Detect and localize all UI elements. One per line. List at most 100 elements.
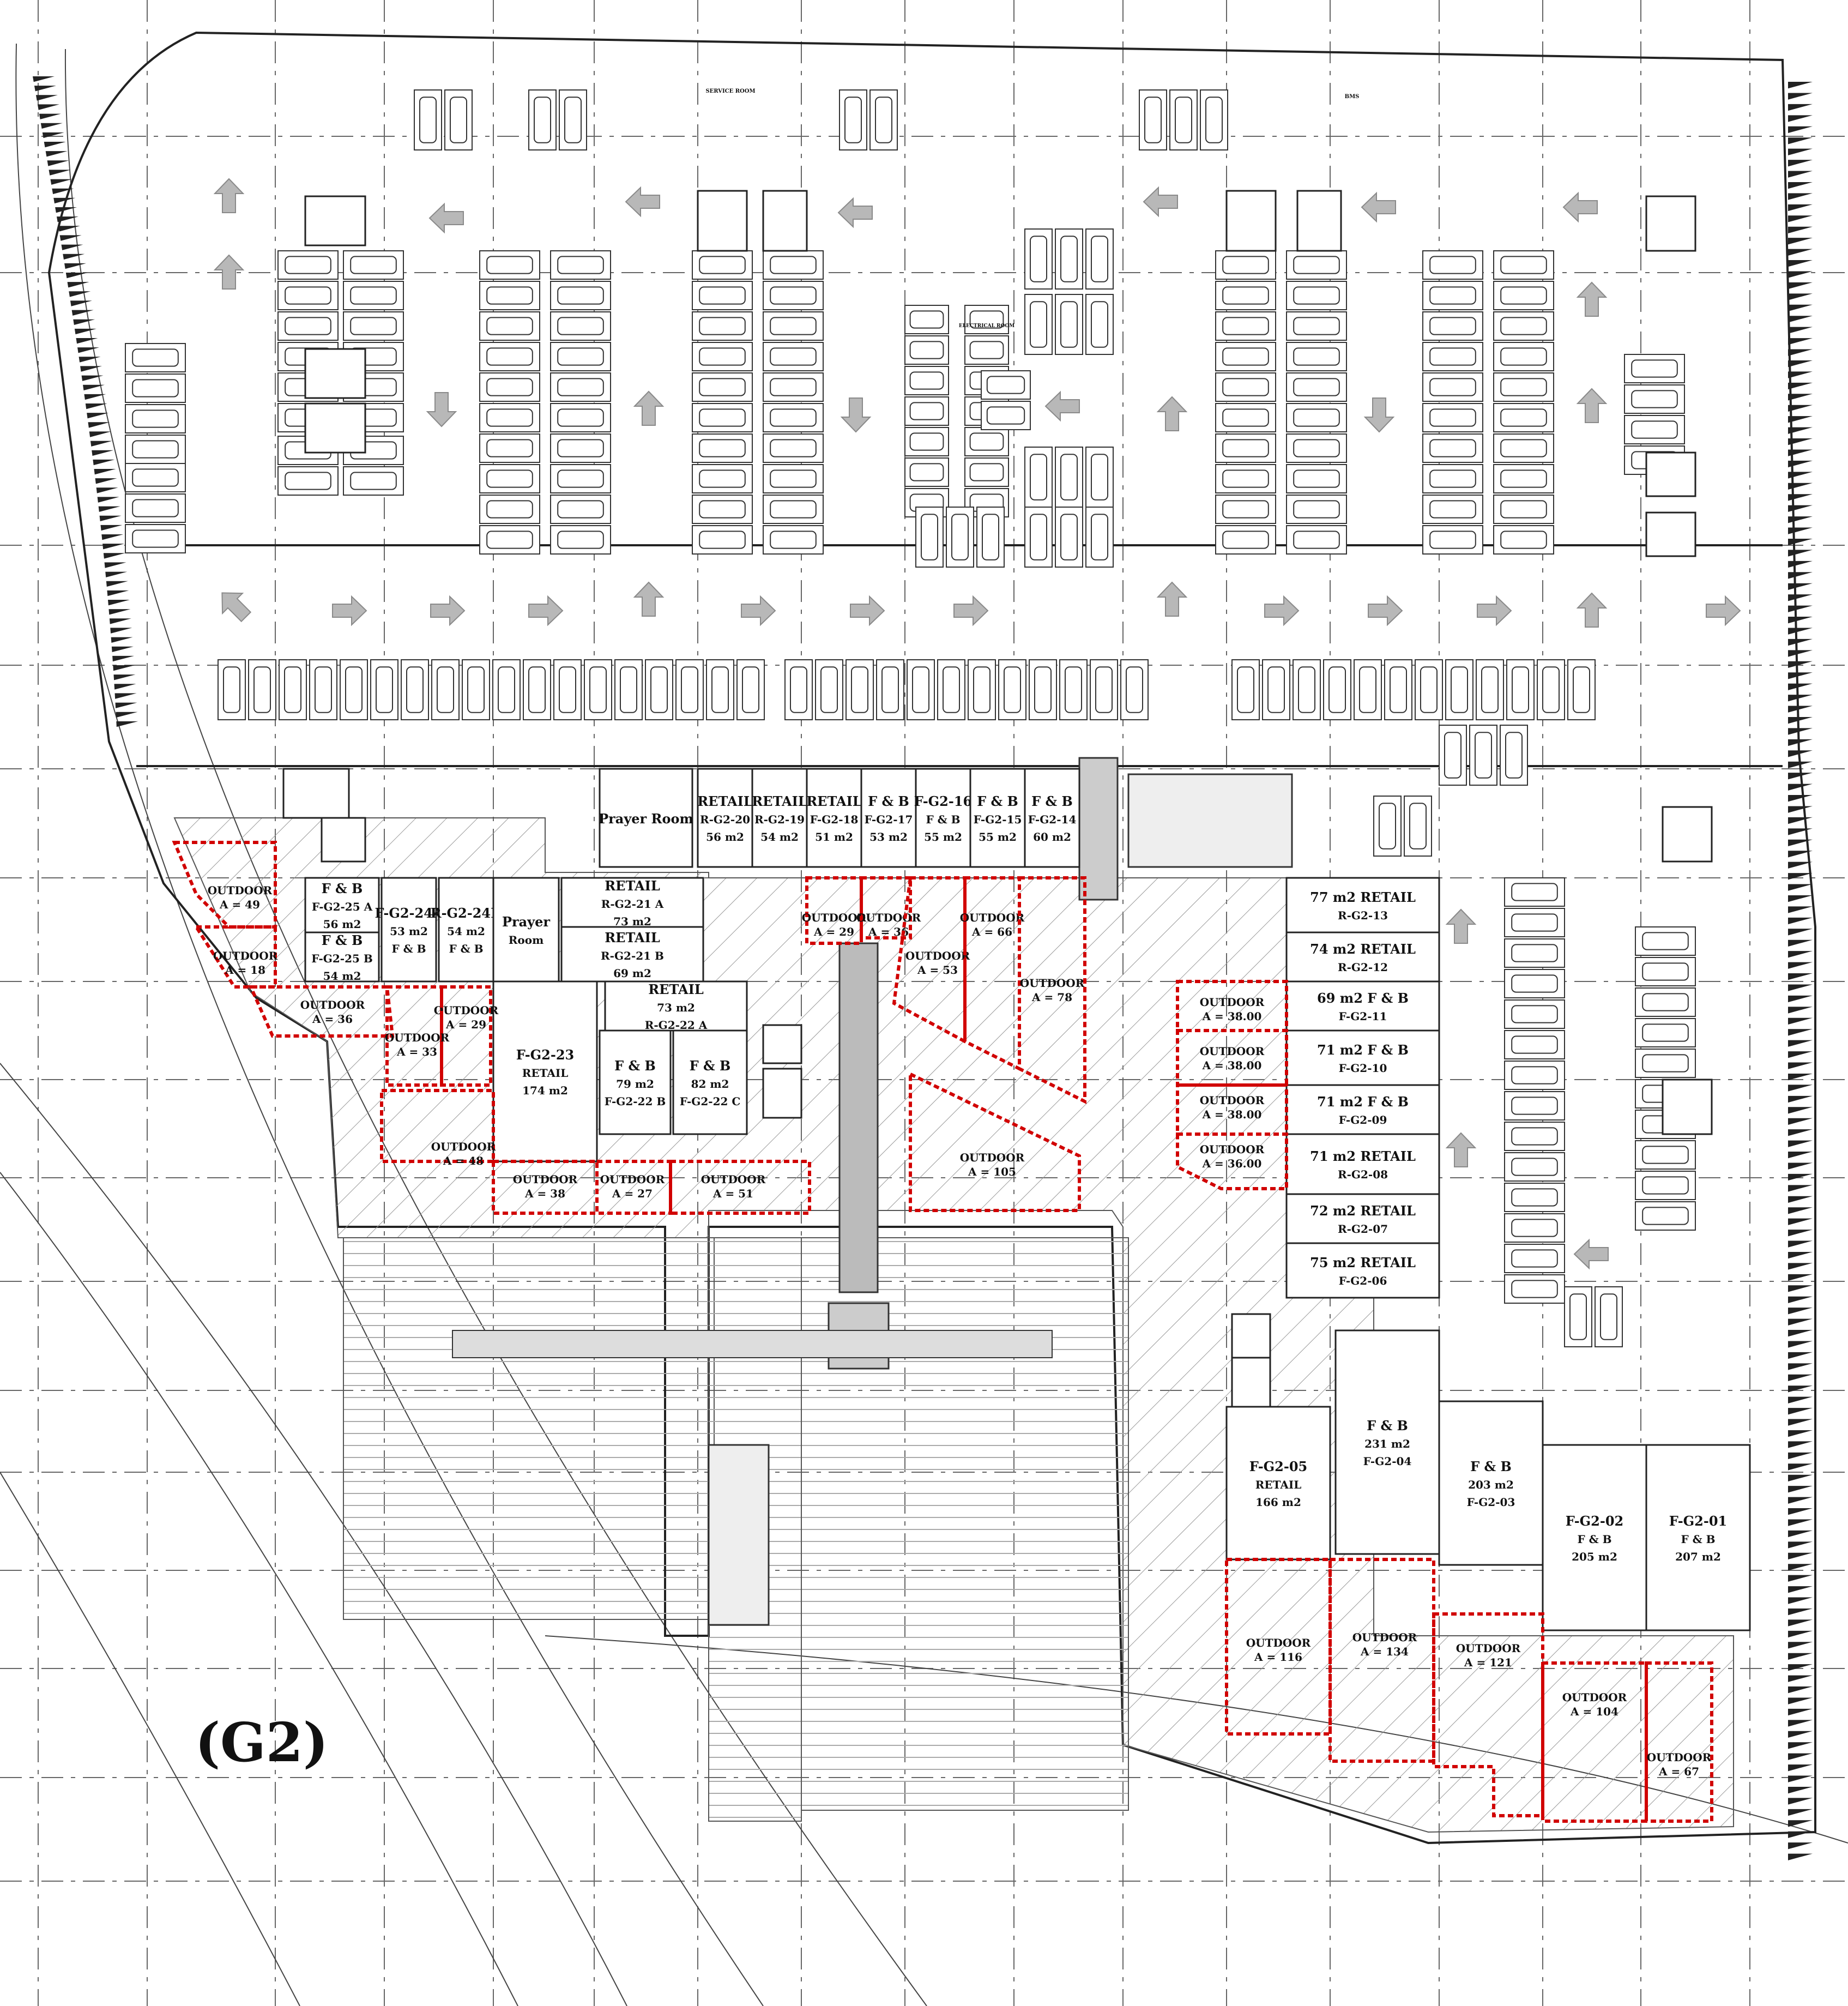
unit-label-line: 166 m2 (1255, 1496, 1301, 1509)
unit-label-line: 207 m2 (1675, 1550, 1721, 1563)
unit-label-line: 69 m2 (613, 967, 651, 980)
outdoor-label-line: A = 18 (225, 963, 265, 977)
outdoor-label-line: A = 53 (917, 963, 958, 977)
outdoor-label-line: A = 38.00 (1202, 1010, 1262, 1023)
outdoor-label-line: A = 36 (312, 1013, 353, 1026)
unit-label-line: F-G2-24A (375, 905, 443, 921)
unit-label-line: F-G2-22 B (605, 1095, 666, 1108)
outdoor-label-line: A = 38.00 (1202, 1059, 1262, 1072)
unit-label-line: F & B (1681, 1533, 1715, 1546)
unit-label-line: Prayer Room (599, 811, 693, 827)
unit-label-line: F-G2-25 A (312, 900, 373, 913)
unit-label-line: 53 m2 (390, 925, 428, 938)
outdoor-label-line: A = 78 (1031, 991, 1072, 1004)
outdoor-label-line: OUTDOOR (1200, 1045, 1265, 1058)
unit-label-line: F-G2-16 (914, 793, 972, 809)
unit-f-g2-16: F-G2-16F & B55 m2 (914, 768, 972, 868)
unit-label-line: RETAIL (522, 1067, 569, 1080)
floor-title: (G2) (195, 1712, 329, 1774)
outdoor-label-line: OUTDOOR (960, 1151, 1025, 1164)
unit-f-g2-09: 71 m2 F & BF-G2-09 (1285, 1084, 1440, 1135)
unit-label-line: F & B (1031, 793, 1073, 809)
outdoor-label-line: A = 104 (1570, 1705, 1618, 1718)
unit-f-g2-11: 69 m2 F & BF-G2-11 (1285, 980, 1440, 1032)
outdoor-label-line: OUTDOOR (1200, 996, 1265, 1009)
unit-label-line: R-G2-21 B (601, 949, 664, 962)
service-room-label: SERVICE ROOM (705, 88, 755, 94)
outdoor-label-line: OUTDOOR (434, 1004, 499, 1017)
unit-label-line: R-G2-22 A (645, 1019, 708, 1032)
outdoor-label-line: OUTDOOR (1246, 1636, 1311, 1649)
outdoor-label-line: OUTDOOR (213, 949, 278, 962)
unit-label-line: 55 m2 (979, 830, 1017, 844)
unit-label-line: 73 m2 (657, 1001, 695, 1014)
outdoor-label-line: A = 116 (1254, 1650, 1302, 1664)
unit-label-line: 60 m2 (1033, 830, 1071, 844)
outdoor-label-line: A = 38 (524, 1187, 565, 1200)
unit-label-line: 69 m2 F & B (1317, 990, 1409, 1006)
unit-prayer-room: Prayer Room (599, 768, 693, 868)
outdoor-label-line: OUTDOOR (208, 884, 273, 897)
unit-label-line: R-G2-21 A (601, 897, 664, 911)
unit-label-line: 74 m2 RETAIL (1310, 941, 1416, 957)
unit-label-line: 71 m2 F & B (1317, 1042, 1409, 1058)
outdoor-label-line: OUTDOOR (600, 1173, 665, 1186)
unit-label-line: F & B (322, 881, 363, 896)
outdoor-label-line: A = 49 (219, 898, 260, 911)
outdoor-label-line: A = 66 (971, 925, 1012, 938)
ramp-left (33, 76, 138, 727)
unit-label-line: F-G2-17 (865, 813, 913, 826)
unit-f-g2-22c: F & B82 m2F-G2-22 C (672, 1029, 748, 1135)
unit-label-line: F-G2-14 (1028, 813, 1077, 826)
unit-f-g2-22b: F & B79 m2F-G2-22 B (599, 1029, 672, 1135)
unit-label-line: 54 m2 (760, 830, 799, 844)
unit-label-line: F-G2-23 (516, 1047, 574, 1063)
unit-label-line: F-G2-10 (1339, 1062, 1387, 1075)
unit-label-line: F-G2-02 (1566, 1513, 1623, 1529)
unit-label-line: F-G2-18 (810, 813, 859, 826)
unit-label-line: RETAIL (806, 793, 862, 809)
unit-label-line: F-G2-01 (1669, 1513, 1727, 1529)
unit-label-line: F & B (1367, 1418, 1408, 1433)
unit-label-line: R-G2-24B (431, 905, 502, 921)
unit-label-line: F & B (391, 942, 426, 955)
unit-label-line: F & B (977, 793, 1018, 809)
unit-f-g2-01: F-G2-01 F & B 207 m2 (1645, 1444, 1751, 1631)
unit-label-line: 203 m2 (1468, 1478, 1514, 1491)
unit-label-line: F-G2-22 C (680, 1095, 741, 1108)
unit-label-line: RETAIL (1255, 1478, 1302, 1491)
outdoor-label-line: A = 67 (1658, 1765, 1699, 1778)
unit-f-g2-25b: F & BF-G2-25 B54 m2 (304, 931, 380, 983)
unit-label-line: F & B (690, 1058, 731, 1074)
unit-label-line: RETAIL (752, 793, 807, 809)
outdoor-label-line: A = 121 (1464, 1656, 1512, 1669)
unit-f-g2-25a: F & B F-G2-25 A 56 m2 (304, 877, 380, 933)
bms-label: BMS (1345, 94, 1360, 100)
outdoor-label-line: OUTDOOR (1200, 1143, 1265, 1156)
outdoor-label-line: A = 27 (612, 1187, 653, 1200)
outdoor-label-line: A = 48 (443, 1154, 484, 1167)
outdoor-label-line: OUTDOOR (1352, 1631, 1417, 1644)
unit-label-line: 56 m2 (323, 918, 361, 931)
